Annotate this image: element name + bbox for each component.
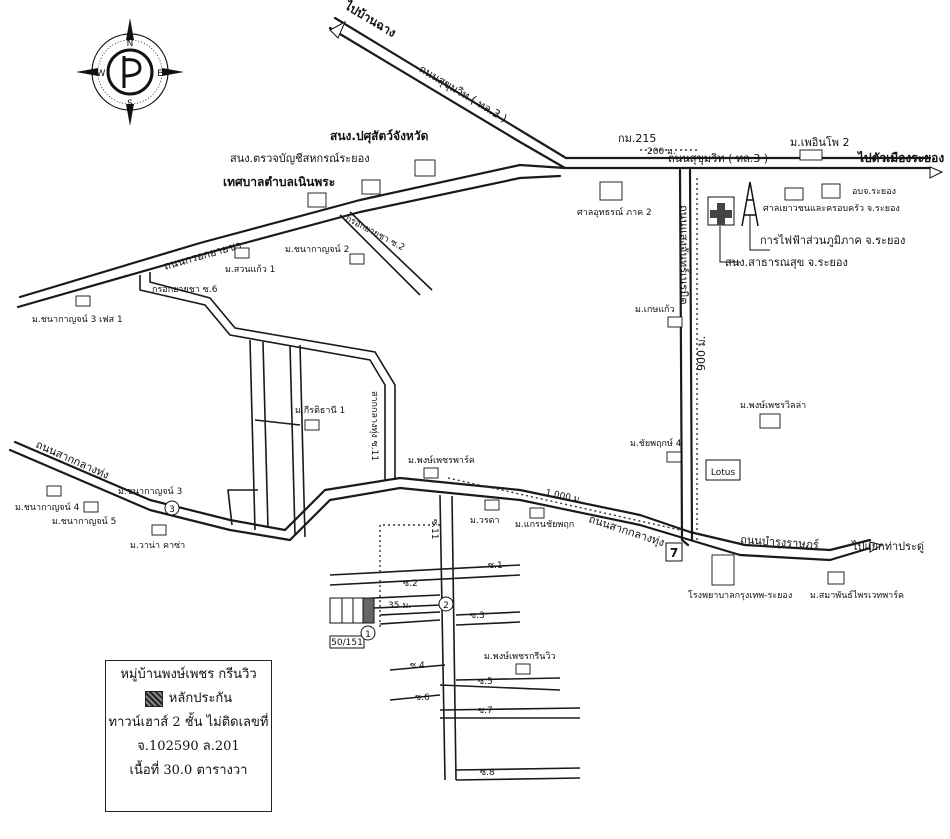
label-sakhlangthung: ถนนสากกลางทุ่ง xyxy=(587,512,666,549)
label-soi11-upper: สากกลางทุ่ง ซ.11 xyxy=(369,391,379,461)
label-s8: ซ.8 xyxy=(480,768,495,778)
label-phoemphon2: ม.เพอินโพ 2 xyxy=(790,135,850,149)
label-coop: สนง.ตรวจบัญชีสหกรณ์ระยอง xyxy=(230,152,370,165)
label-court2: ศาลอุทธรณ์ ภาค 2 xyxy=(577,206,652,218)
saechan-road-left xyxy=(678,168,690,547)
label-35m: 35 ม. xyxy=(388,601,411,611)
label-s5: ซ.5 xyxy=(478,677,493,687)
arrow-to-maptaphut-icon xyxy=(869,541,884,553)
label-to-maptaphut: ไปแยกท่าประดู่ xyxy=(851,540,924,553)
label-s1: ซ.1 xyxy=(488,561,503,571)
label-kirithani1: ม.กีรติธานี 1 xyxy=(295,405,345,416)
label-grand: ม.แกรนชัยพฤก xyxy=(515,520,574,530)
label-hospital: โรงพยาบาลกรุงเทพ-ระยอง xyxy=(688,590,792,601)
label-s3: ซ.3 xyxy=(470,611,485,621)
label-s7: ซ.7 xyxy=(478,706,493,716)
seven-eleven-label: 7 xyxy=(670,546,678,560)
tower-icon xyxy=(741,181,770,251)
label-worada: ม.วรดา xyxy=(470,516,500,526)
label-chanakan4: ม.ชนากาญจน์ 4 xyxy=(15,501,80,513)
label-tessaban: เทศบาลตำบลเนินพระ xyxy=(223,175,335,189)
label-kroksayacha-soi2: กรอกยายชา ซ.2 xyxy=(344,214,407,254)
label-s6: ซ.6 xyxy=(415,693,430,703)
label-chanakan2: ม.ชนากาญจน์ 2 xyxy=(285,243,349,255)
label-to-rayong: ไปตัวเมืองระยอง xyxy=(856,150,944,165)
marker-1: 1 xyxy=(365,630,371,640)
health-office-icon xyxy=(707,196,740,263)
legend-collateral-row: หลักประกัน xyxy=(106,689,271,709)
label-sukhumvit-right: ถนนสุขุมวิท ( ทล.3 ) xyxy=(668,152,768,165)
label-chaiyaphruk4: ม.ชัยพฤกษ์ 4 xyxy=(630,437,682,449)
label-1000m: 1,000 ม. xyxy=(544,488,583,506)
arrow-to-rayong-icon xyxy=(929,166,944,179)
collateral-swatch-icon xyxy=(144,690,163,707)
compass-south: S xyxy=(127,99,133,109)
sukhumvit-road xyxy=(16,16,932,309)
label-obj: อบจ.ระยอง xyxy=(852,187,896,197)
compass-east: E xyxy=(157,69,163,79)
arrow-to-banchang-icon xyxy=(329,20,347,39)
label-sakhlangthung-left: ถนนสากกลางทุ่ง xyxy=(34,438,111,482)
label-pea: การไฟฟ้าส่วนภูมิภาค จ.ระยอง xyxy=(760,234,905,247)
label-chanakan3: ม.ชนากาญจน์ 3 xyxy=(118,485,182,497)
legend-box: หมู่บ้านพงษ์เพชร กรีนวิว หลักประกัน ทาวน… xyxy=(105,660,272,812)
lotus-label: Lotus xyxy=(711,468,736,478)
label-samaphan: ม.สมาพันธ์ไพรเวทพาร์ค xyxy=(810,589,904,601)
legend-collateral: หลักประกัน xyxy=(168,691,233,706)
marker-2: 2 xyxy=(443,601,449,611)
marker-3: 3 xyxy=(169,505,175,515)
legend-deed: จ.102590 ล.201 xyxy=(137,739,240,754)
label-sukhumvit-upper: ถนนสุขุมวิท ( ทล.3 ) xyxy=(417,62,510,125)
label-km: กม.215 xyxy=(618,132,656,145)
label-kroksayacha-soi6: กรอกยายชา ซ.6 xyxy=(152,285,218,295)
legend-title: หมู่บ้านพงษ์เพชร กรีนวิว xyxy=(120,667,257,682)
saechan-road-right xyxy=(688,168,694,542)
label-bamrung: ถนนบำรุงราษฎร์ xyxy=(740,533,820,551)
compass-icon: N E S W xyxy=(76,18,184,126)
plot-number: 50/151 xyxy=(331,638,363,648)
lotus-store-icon xyxy=(705,459,741,481)
label-youth-court: ศาลเยาวชนและครอบครัว จ.ระยอง xyxy=(763,204,900,214)
label-saechan: ถนนแสงจันทร์เนรมิต xyxy=(677,205,690,305)
label-phongphet-park: ม.พงษ์เพชรพาร์ค xyxy=(408,454,475,466)
compass-west: W xyxy=(97,69,106,79)
label-chanakan3f1: ม.ชนากาญจน์ 3 เฟส 1 xyxy=(32,313,123,325)
label-greenview: ม.พงษ์เพชรกรีนวิว xyxy=(484,650,556,662)
label-suankaew1: ม.สวนแก้ว 1 xyxy=(225,264,275,275)
collateral-plot: 50/151 xyxy=(329,597,375,649)
label-s4: ซ.4 xyxy=(410,661,425,671)
label-to-banchang: ไปบ้านฉาง xyxy=(341,0,399,40)
label-phongphet-villa: ม.พงษ์เพชรวิลล่า xyxy=(740,399,806,411)
label-900m: 900 ม. xyxy=(695,336,708,371)
building-icons xyxy=(46,149,845,675)
seven-eleven-icon xyxy=(665,542,683,562)
label-kemkaew: ม.เกษแก้ว xyxy=(635,304,675,315)
label-wana: ม.วาน่า คาซ่า xyxy=(130,541,185,551)
label-health: สนง.สาธารณสุข จ.ระยอง xyxy=(725,256,848,269)
label-chanakan5: ม.ชนากาญจน์ 5 xyxy=(52,515,116,527)
legend-desc: ทาวน์เฮาส์ 2 ชั้น ไม่ติดเลขที่ xyxy=(108,715,269,730)
legend-area: เนื้อที่ 30.0 ตารางวา xyxy=(129,763,248,778)
label-soi11: ซ.11 xyxy=(429,519,439,539)
compass-north: N xyxy=(127,39,134,49)
label-s2: ซ.2 xyxy=(403,579,418,589)
label-200m: 200 ม. xyxy=(647,147,676,157)
label-pasu: สนง.ปศุสัตว์จังหวัด xyxy=(330,129,429,144)
